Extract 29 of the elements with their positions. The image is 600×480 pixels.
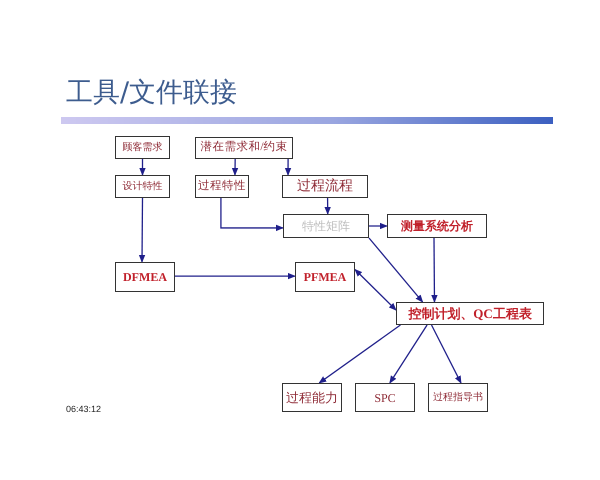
- text-box: DFMEA: [115, 262, 175, 292]
- text-box: 设计特性: [115, 175, 170, 198]
- arrow: [175, 272, 296, 280]
- arrow: [232, 159, 238, 176]
- arrow: [324, 198, 331, 214]
- arrow: [220, 198, 284, 232]
- arrow: [284, 159, 292, 176]
- text-box: 过程指导书: [428, 383, 488, 412]
- text-box: 潜在需求和/约束: [195, 137, 293, 159]
- arrow: [369, 222, 388, 230]
- arrow: [354, 269, 396, 311]
- arrow: [431, 238, 438, 302]
- arrow: [138, 198, 146, 262]
- text-box: 过程特性: [195, 175, 249, 198]
- text-box: 顾客需求: [115, 136, 170, 159]
- arrow: [318, 324, 401, 384]
- text-box: 测量系统分析: [387, 214, 487, 238]
- text-box: SPC: [355, 383, 415, 412]
- text-box: PFMEA: [295, 262, 355, 292]
- text-box: 过程能力: [282, 383, 342, 412]
- text-box: 控制计划、QC工程表: [396, 302, 544, 325]
- text-box: 特性矩阵: [283, 214, 369, 238]
- arrow: [368, 238, 424, 302]
- timestamp: 06:43:12: [66, 404, 102, 414]
- text-box: 过程流程: [282, 175, 368, 198]
- arrow: [139, 159, 146, 176]
- arrow: [389, 324, 428, 384]
- title: 工具/文件联接: [66, 78, 238, 108]
- arrow: [430, 324, 462, 384]
